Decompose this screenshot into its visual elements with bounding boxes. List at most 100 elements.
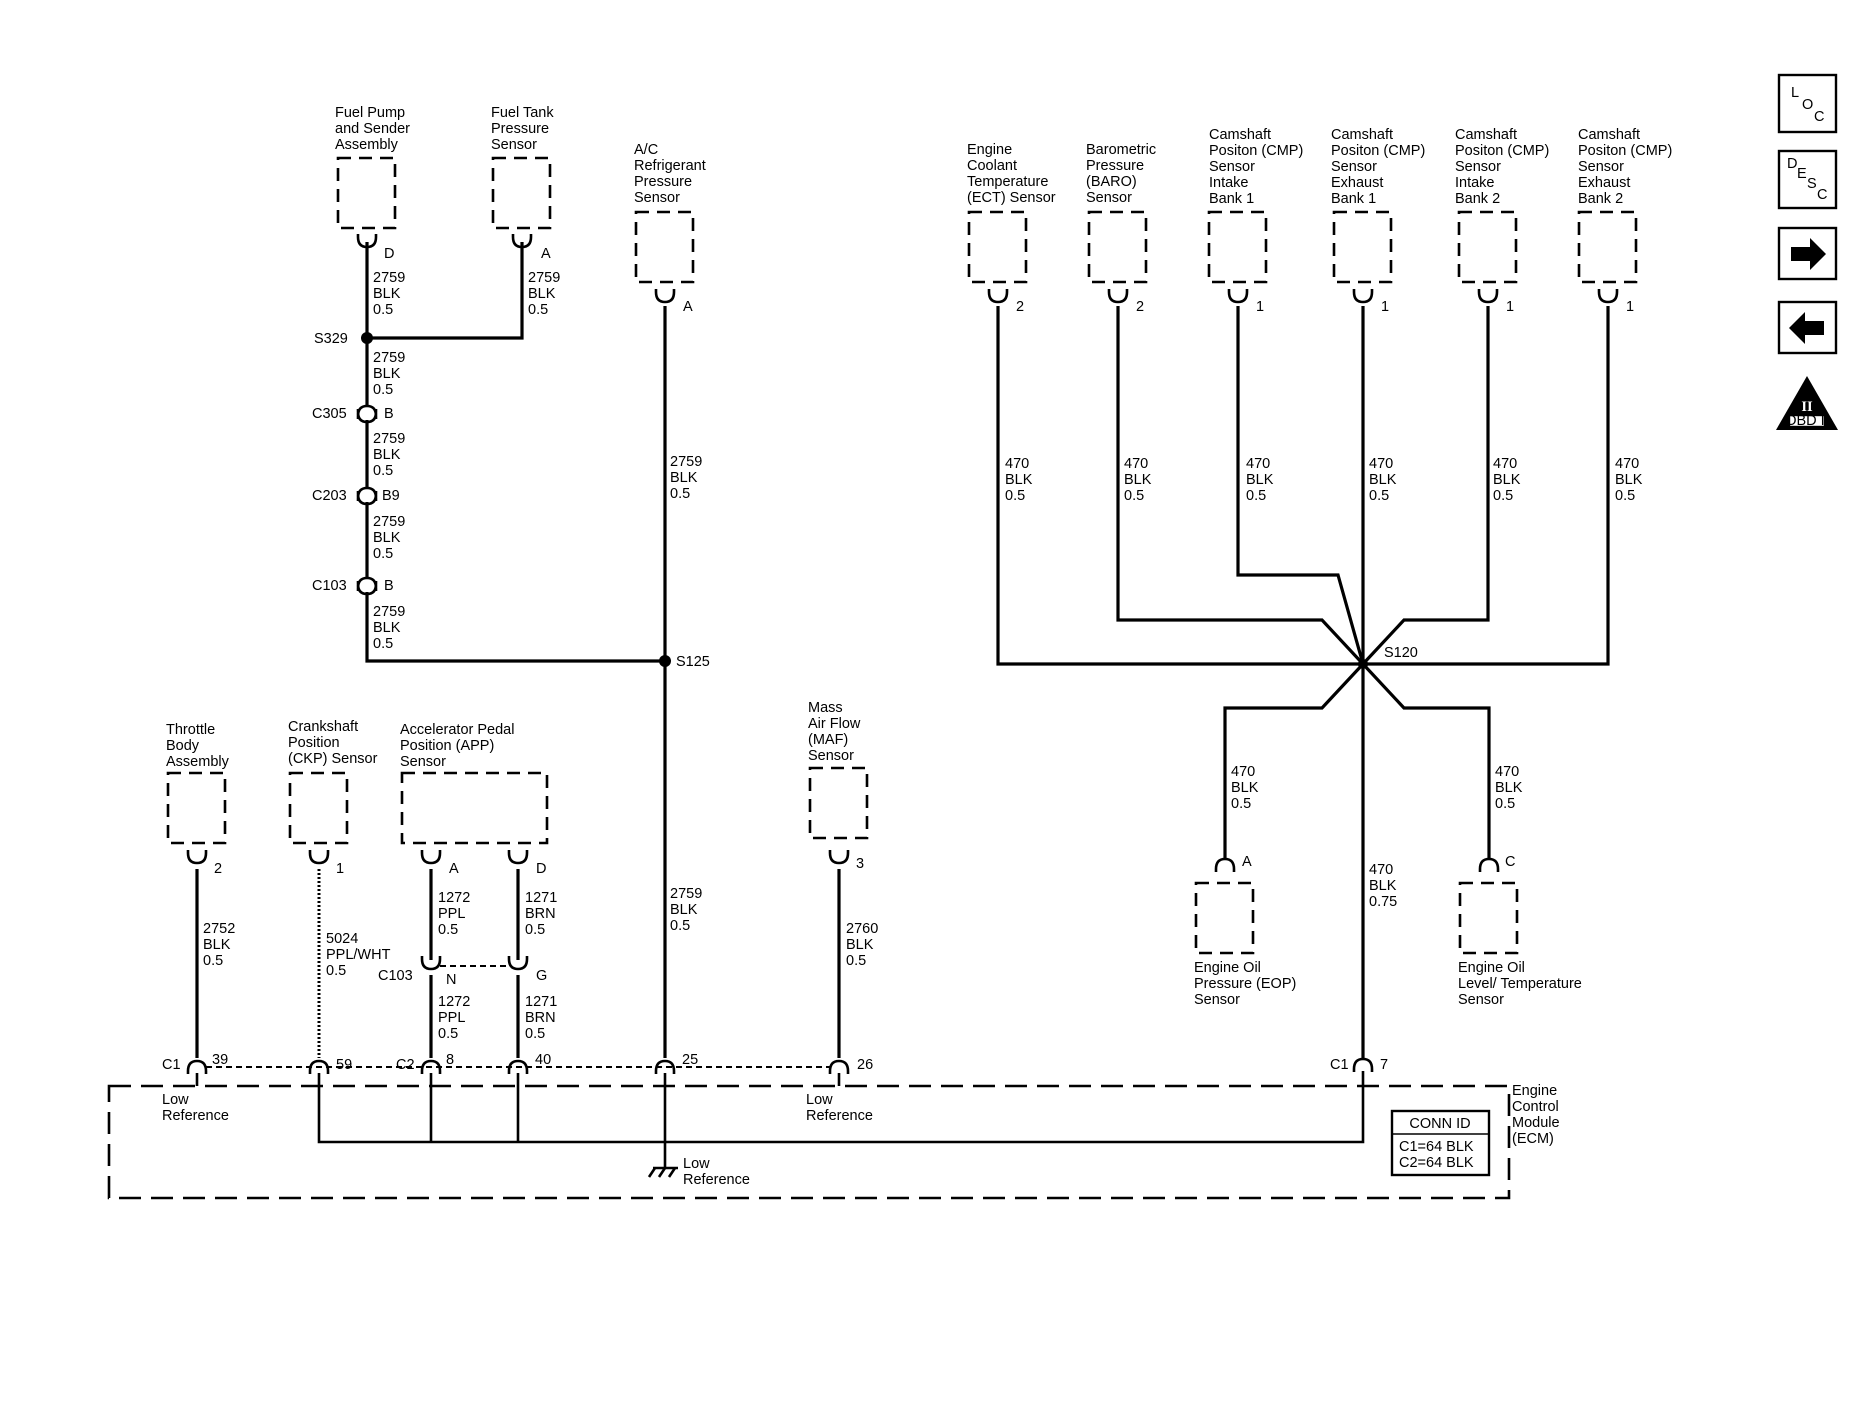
pin-app-d bbox=[507, 848, 529, 865]
loc-letter: C bbox=[1814, 109, 1824, 125]
ecm-box bbox=[107, 1084, 1511, 1200]
loc-button[interactable]: L O C bbox=[1777, 73, 1838, 134]
fuel-pump-box bbox=[336, 156, 397, 230]
cmp-intake-2-box bbox=[1457, 210, 1518, 284]
pin-cmp-exhaust-1 bbox=[1352, 287, 1374, 304]
pin-label: 1 bbox=[1506, 299, 1514, 315]
pin-label: 25 bbox=[682, 1052, 698, 1068]
conn-id-table: CONN ID C1=64 BLK C2=64 BLK bbox=[1390, 1109, 1491, 1177]
next-button[interactable] bbox=[1777, 226, 1838, 281]
pin-label: B bbox=[384, 578, 394, 594]
wire-c103-s125 bbox=[365, 592, 665, 663]
arrow-left-icon bbox=[1789, 312, 1824, 344]
pin-label: 2 bbox=[214, 861, 222, 877]
pin-label: 1 bbox=[1381, 299, 1389, 315]
pin-label: 8 bbox=[446, 1052, 454, 1068]
pin-ect bbox=[987, 287, 1009, 304]
splice-label-s120: S120 bbox=[1384, 645, 1418, 661]
pin-label: N bbox=[446, 972, 456, 988]
ecm-ground-bus bbox=[317, 1071, 1365, 1144]
chassis-ground-icon bbox=[647, 1166, 678, 1178]
arrow-right-icon bbox=[1791, 238, 1826, 270]
pin-label: A bbox=[449, 861, 459, 877]
pin-label: G bbox=[536, 968, 547, 984]
conn-c103-female bbox=[356, 576, 378, 593]
obd-ii-button[interactable]: II OBD II bbox=[1776, 376, 1838, 430]
pin-oil-level bbox=[1478, 857, 1500, 874]
pin-throttle bbox=[186, 848, 208, 865]
desc-letter: D bbox=[1787, 156, 1797, 172]
obd-ii-label: OBD II bbox=[1785, 413, 1829, 429]
ckp-box bbox=[288, 771, 349, 845]
throttle-box bbox=[166, 771, 227, 845]
pin-label: 39 bbox=[212, 1052, 228, 1068]
ecm-pin-39 bbox=[186, 1059, 208, 1076]
wire-cmp-exhaust-2 bbox=[1363, 306, 1610, 666]
splice-label-s329: S329 bbox=[314, 331, 348, 347]
pin-ac bbox=[654, 287, 676, 304]
obd-ii-numeral: II bbox=[1801, 399, 1813, 415]
pin-label: 1 bbox=[336, 861, 344, 877]
wire-fuel-tank bbox=[367, 242, 524, 340]
desc-letter: C bbox=[1817, 187, 1827, 203]
wire-baro bbox=[1116, 306, 1365, 666]
splice-s125 bbox=[659, 655, 671, 667]
pin-label: 2 bbox=[1016, 299, 1024, 315]
baro-box bbox=[1087, 210, 1148, 284]
pin-label: 2 bbox=[1136, 299, 1144, 315]
cmp-exhaust-1-box bbox=[1332, 210, 1393, 284]
pin-eop bbox=[1214, 857, 1236, 874]
conn-c305-female bbox=[356, 404, 378, 421]
ecm-pin-26 bbox=[828, 1059, 850, 1076]
splice-s329 bbox=[361, 332, 373, 344]
pin-label: 1 bbox=[1626, 299, 1634, 315]
pin-cmp-intake-2 bbox=[1477, 287, 1499, 304]
connector-label-c2: C2 bbox=[396, 1057, 415, 1073]
previous-button[interactable] bbox=[1777, 300, 1838, 355]
desc-button[interactable]: D E S C bbox=[1777, 149, 1838, 210]
loc-letter: L bbox=[1791, 85, 1799, 101]
pin-label: A bbox=[541, 246, 551, 262]
pin-cmp-exhaust-2 bbox=[1597, 287, 1619, 304]
pin-label: 7 bbox=[1380, 1057, 1388, 1073]
pin-baro bbox=[1107, 287, 1129, 304]
pin-label: D bbox=[536, 861, 546, 877]
conn-id-title: CONN ID bbox=[1409, 1116, 1470, 1132]
pin-label: 3 bbox=[856, 856, 864, 872]
pin-label: 1 bbox=[1256, 299, 1264, 315]
connector-label-c1-left: C1 bbox=[162, 1057, 181, 1073]
pin-label: C bbox=[1505, 854, 1515, 870]
fuel-tank-box bbox=[491, 156, 552, 230]
wire-cmp-intake-2 bbox=[1361, 306, 1490, 666]
